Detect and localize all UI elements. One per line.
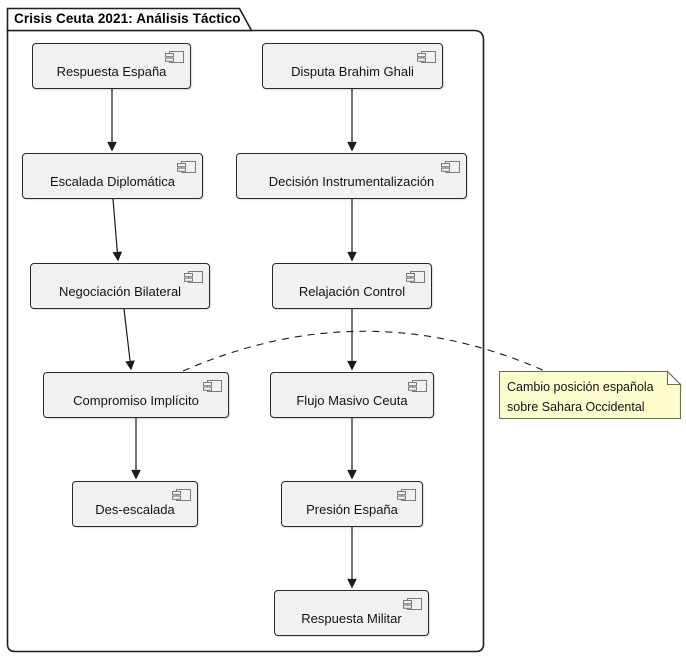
component-label: Presión España bbox=[306, 502, 398, 517]
component-label: Decisión Instrumentalización bbox=[268, 174, 435, 189]
note-line: Cambio posición española bbox=[507, 380, 654, 394]
component-relajacion-control: Relajación Control bbox=[272, 263, 432, 309]
component-des-escalada: Des-escalada bbox=[72, 481, 198, 527]
component-label: Negociación Bilateral bbox=[58, 284, 182, 299]
component-label: Relajación Control bbox=[298, 284, 406, 299]
component-icon bbox=[165, 51, 184, 63]
frame-title: Crisis Ceuta 2021: Análisis Táctico bbox=[14, 11, 241, 26]
component-presion-espana: Presión España bbox=[281, 481, 423, 527]
component-respuesta-espana: Respuesta España bbox=[32, 43, 191, 89]
component-compromiso-implicito: Compromiso Implícito bbox=[43, 372, 229, 418]
note-line: sobre Sahara Occidental bbox=[507, 399, 645, 414]
component-icon bbox=[408, 380, 427, 392]
note-text: Cambio posición española sobre Sahara Oc… bbox=[507, 378, 677, 417]
frame-border bbox=[6, 29, 485, 653]
edge-escalada-diplomatica-to-negociacion-bilateral bbox=[112, 198, 123, 262]
component-label: Escalada Diplomática bbox=[49, 174, 175, 189]
component-disputa-brahim-ghali: Disputa Brahim Ghali bbox=[262, 43, 443, 89]
frame-title-tab bbox=[6, 7, 253, 32]
component-label: Des-escalada bbox=[95, 502, 175, 517]
component-icon bbox=[403, 598, 422, 610]
component-escalada-diplomatica: Escalada Diplomática bbox=[22, 153, 203, 199]
component-label: Respuesta España bbox=[56, 64, 167, 79]
component-icon bbox=[203, 380, 222, 392]
edge-negociacion-bilateral-to-compromiso-implicito bbox=[123, 308, 135, 371]
component-flujo-masivo-ceuta: Flujo Masivo Ceuta bbox=[270, 372, 434, 418]
component-label: Disputa Brahim Ghali bbox=[291, 64, 414, 79]
component-icon bbox=[177, 161, 196, 173]
component-label: Respuesta Militar bbox=[301, 611, 402, 626]
component-icon bbox=[417, 51, 436, 63]
component-icon bbox=[172, 489, 191, 501]
component-icon bbox=[397, 489, 416, 501]
note-connector bbox=[182, 330, 548, 373]
component-icon bbox=[441, 161, 460, 173]
note-shape bbox=[498, 370, 682, 420]
component-negociacion-bilateral: Negociación Bilateral bbox=[30, 263, 210, 309]
note-fold-corner bbox=[666, 370, 682, 386]
component-label: Flujo Masivo Ceuta bbox=[296, 393, 408, 408]
component-label: Compromiso Implícito bbox=[73, 393, 199, 408]
component-decision-instrumentalizacion: Decisión Instrumentalización bbox=[236, 153, 467, 199]
component-icon bbox=[406, 271, 425, 283]
component-respuesta-militar: Respuesta Militar bbox=[274, 590, 429, 636]
component-icon bbox=[184, 271, 203, 283]
